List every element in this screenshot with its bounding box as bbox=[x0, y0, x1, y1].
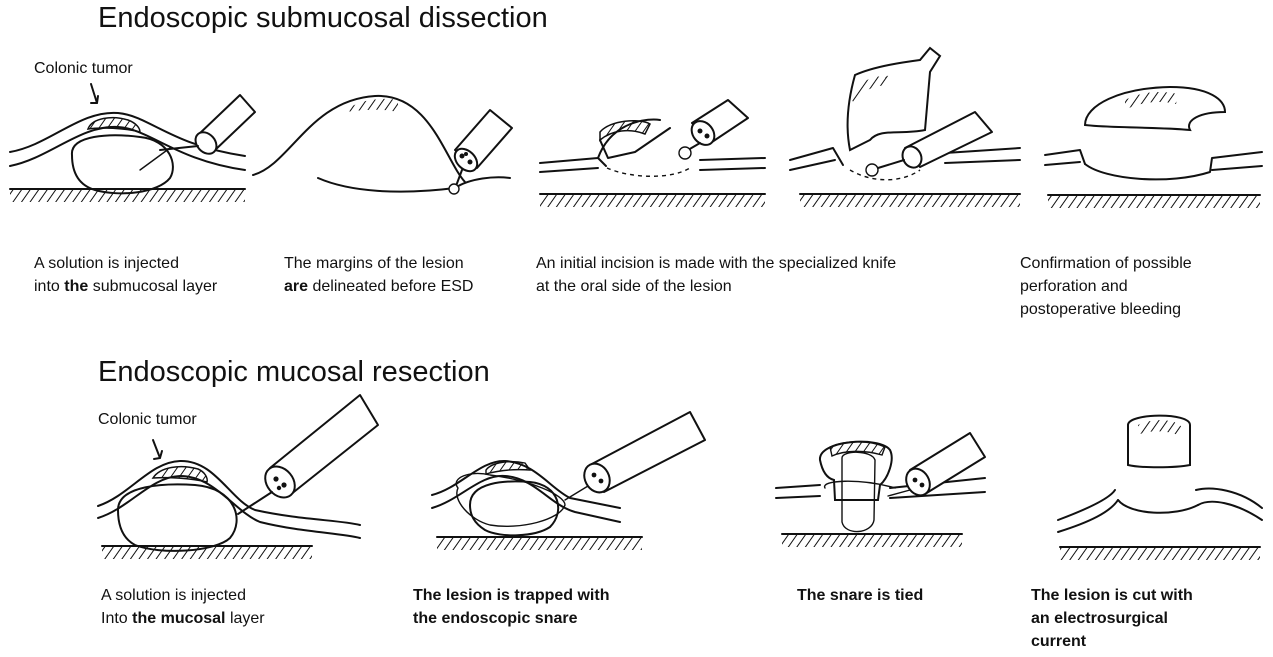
esd-step5-illustration bbox=[1045, 87, 1262, 208]
emr-step1-illustration bbox=[98, 395, 378, 559]
esd-step4-illustration bbox=[790, 48, 1020, 207]
emr-step1-caption: A solution is injected Into the mucosal … bbox=[101, 584, 265, 630]
esd-step1-caption: A solution is injected into the submucos… bbox=[34, 252, 217, 298]
esd-step2-illustration bbox=[253, 96, 512, 194]
esd-step3-illustration bbox=[540, 100, 765, 207]
emr-step4-illustration bbox=[1058, 416, 1262, 560]
emr-step3-caption: The snare is tied bbox=[797, 584, 923, 607]
esd-step3-caption: An initial incision is made with the spe… bbox=[536, 252, 896, 298]
emr-step2-illustration bbox=[432, 412, 705, 550]
emr-step4-caption: The lesion is cut with an electrosurgica… bbox=[1031, 584, 1193, 653]
esd-step1-illustration bbox=[10, 84, 255, 202]
emr-step2-caption: The lesion is trapped with the endoscopi… bbox=[413, 584, 609, 630]
emr-step3-illustration bbox=[776, 433, 985, 547]
esd-step2-caption: The margins of the lesion are delineated… bbox=[284, 252, 473, 298]
esd-step4-caption: Confirmation of possible perforation and… bbox=[1020, 252, 1192, 321]
